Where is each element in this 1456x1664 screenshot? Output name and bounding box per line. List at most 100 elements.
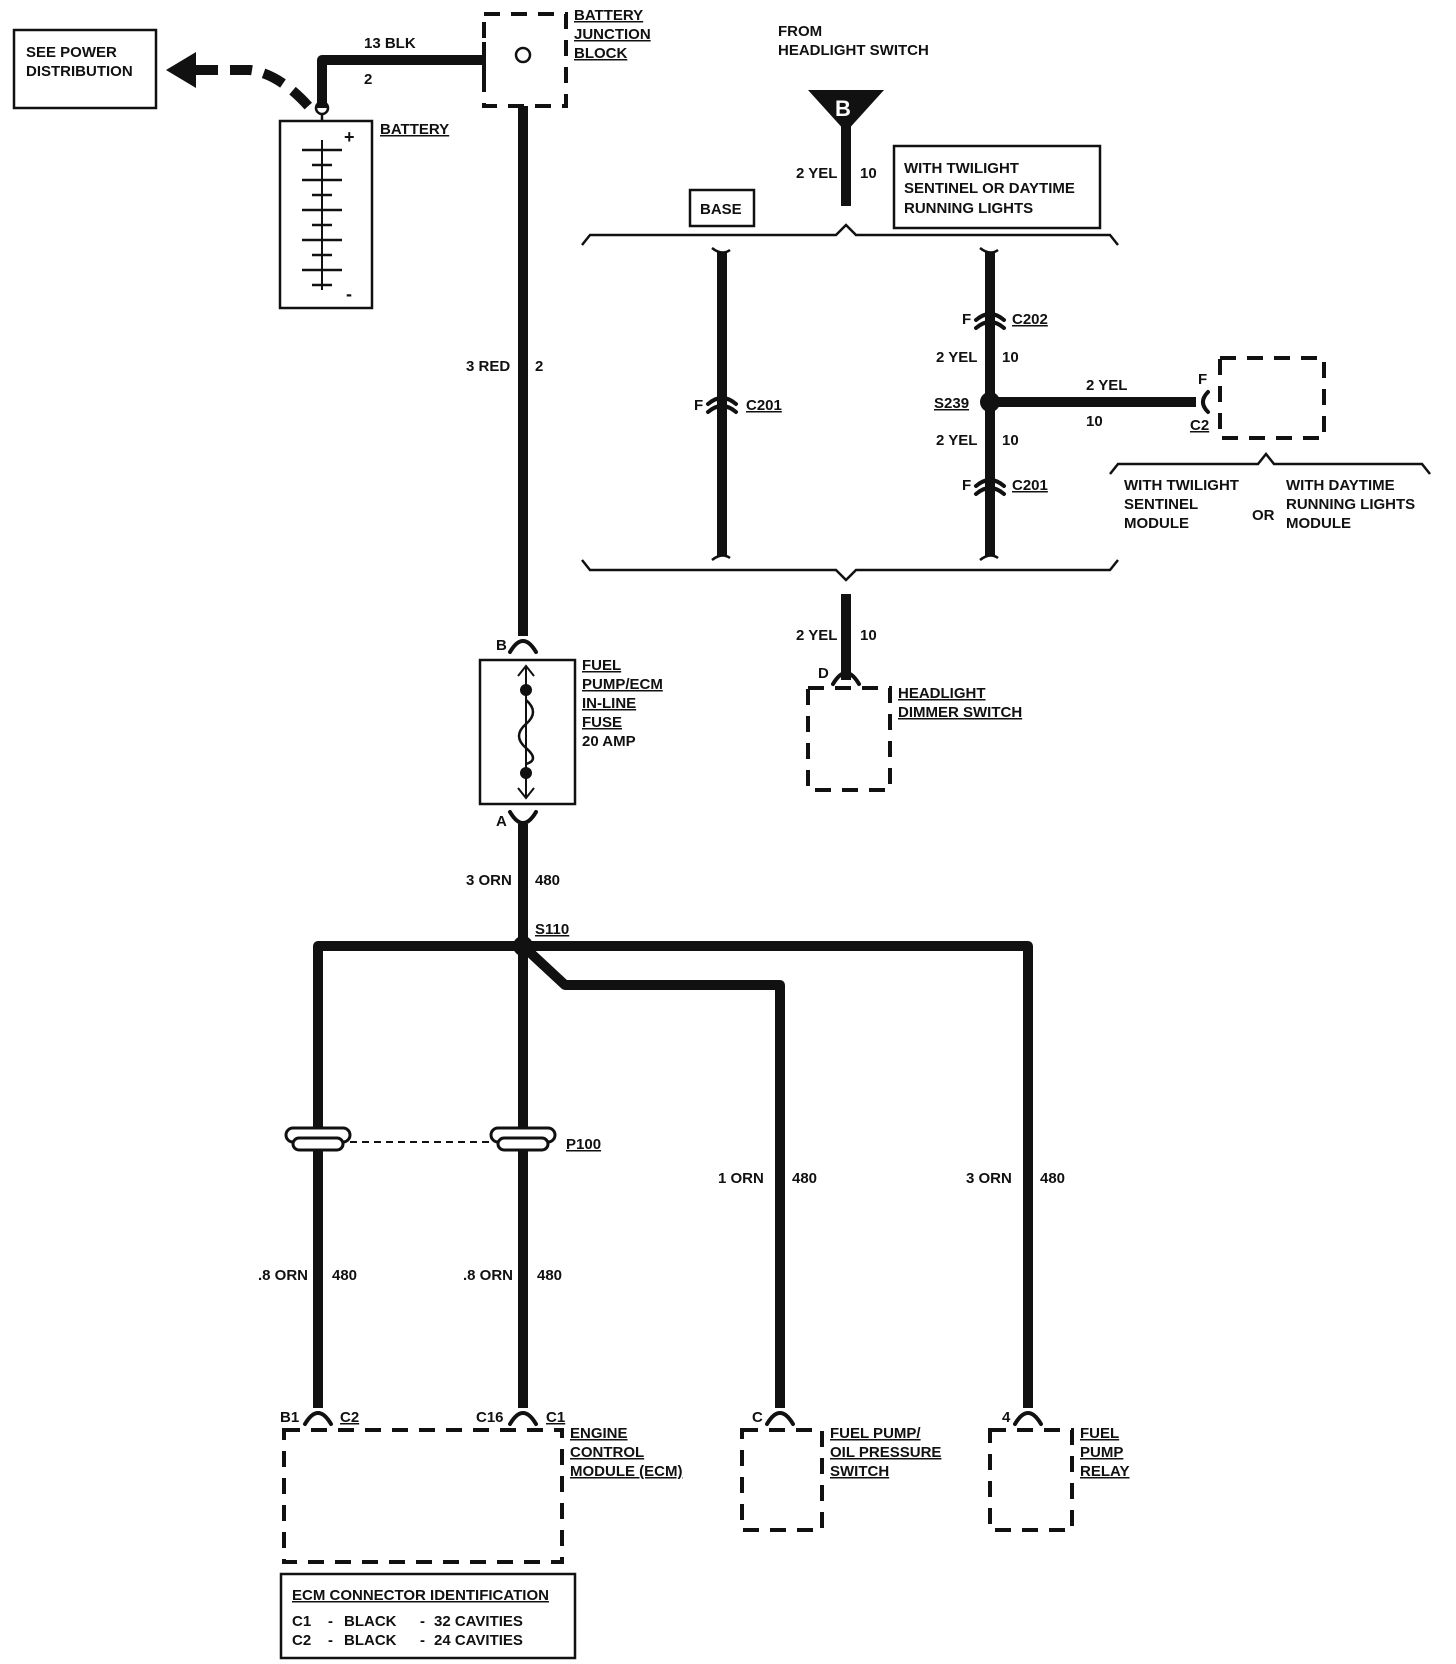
fuse-label-line1: FUEL [582, 657, 621, 674]
wire-3-red-circuit: 2 [535, 358, 543, 375]
relay-pin: 4 [1002, 1409, 1011, 1426]
s110-splice [513, 936, 533, 956]
relay-label-line1: FUEL [1080, 1425, 1119, 1442]
relay-connector [1013, 1411, 1043, 1426]
twilight-option-box: WITH TWILIGHT SENTINEL OR DAYTIME RUNNIN… [892, 144, 1102, 230]
c201-connector-base [706, 396, 738, 414]
s110-label: S110 [535, 921, 569, 938]
c201-connector-twilight [974, 478, 1006, 496]
c201-base-label: C201 [746, 397, 782, 414]
c201-twilight-label: C201 [1012, 477, 1048, 494]
battery-minus-label: - [346, 284, 352, 304]
ecm-connectors [303, 1411, 538, 1426]
wire-2-yel-dimmer-circuit: 10 [860, 627, 877, 644]
fuel-pump-oil-pressure-switch [740, 1428, 824, 1532]
module-option-brace [1109, 451, 1431, 475]
oil-switch-pin: C [752, 1409, 763, 1426]
oil-switch-connector [765, 1411, 795, 1426]
fuse-pin-a: A [496, 813, 507, 830]
ecm-label-line3: MODULE (ECM) [570, 1463, 683, 1480]
s110-branch-wires [313, 941, 1033, 1408]
module-connector-c2 [1201, 390, 1210, 414]
option-brace-bottom [581, 559, 1119, 582]
drl-module-label-line1: WITH DAYTIME [1286, 477, 1395, 494]
svg-text:DISTRIBUTION: DISTRIBUTION [26, 63, 133, 80]
module-wire-circuit: 10 [1086, 413, 1103, 430]
dimmer-switch-label-line1: HEADLIGHT [898, 685, 986, 702]
ecm-connector-identification-table: ECM CONNECTOR IDENTIFICATION C1 - BLACK … [279, 1572, 577, 1660]
p100-label: P100 [566, 1136, 601, 1153]
oil-wire-gauge: 1 ORN [718, 1170, 764, 1187]
junction-block-label-line3: BLOCK [574, 45, 627, 62]
ecm-table-row-1: C1 - BLACK - 32 CAVITIES [292, 1613, 523, 1630]
fuse-label-line2: PUMP/ECM [582, 676, 663, 693]
ecm-label-line1: ENGINE [570, 1425, 628, 1442]
svg-text:RUNNING LIGHTS: RUNNING LIGHTS [904, 200, 1033, 217]
twilight-wire-top-tail [979, 247, 999, 254]
svg-text:BASE: BASE [700, 201, 742, 218]
twilight-lower-gauge: 2 YEL [936, 432, 977, 449]
from-headlight-switch-line1: FROM [778, 23, 822, 40]
c202-label: C202 [1012, 311, 1048, 328]
ecm-wire-left-gauge: .8 ORN [258, 1267, 308, 1284]
fuse-label-line4: FUSE [582, 714, 622, 731]
from-headlight-switch-line2: HEADLIGHT SWITCH [778, 42, 929, 59]
battery: + - [278, 100, 374, 310]
battery-junction-block [482, 12, 568, 108]
power-arrow [166, 52, 314, 112]
fuel-pump-ecm-fuse [478, 658, 577, 806]
junction-block-label-line2: JUNCTION [574, 26, 651, 43]
dimmer-connector-d [831, 671, 861, 686]
p100-connector [284, 1126, 557, 1152]
fuse-connector-b [508, 639, 538, 654]
dimmer-pin-d: D [818, 665, 829, 682]
ecm-conn-c2: C2 [340, 1409, 359, 1426]
wire-13-blk-circuit: 2 [364, 71, 372, 88]
wire-13-blk [317, 55, 484, 108]
oil-switch-label-line3: SWITCH [830, 1463, 889, 1480]
base-jumper-top-tail [711, 247, 731, 254]
ecm-wire-right-circuit: 480 [537, 1267, 562, 1284]
headlight-switch-connector-b: B [808, 90, 884, 132]
relay-label-line3: RELAY [1080, 1463, 1129, 1480]
relay-wire-gauge: 3 ORN [966, 1170, 1012, 1187]
twilight-upper-circuit: 10 [1002, 349, 1019, 366]
svg-text:SENTINEL OR DAYTIME: SENTINEL OR DAYTIME [904, 180, 1075, 197]
c202-connector [974, 312, 1006, 330]
fuse-pin-b: B [496, 637, 507, 654]
twilight-upper-gauge: 2 YEL [936, 349, 977, 366]
svg-text:WITH TWILIGHT: WITH TWILIGHT [904, 160, 1019, 177]
ecm-label-line2: CONTROL [570, 1444, 644, 1461]
wire-13-blk-gauge: 13 BLK [364, 35, 416, 52]
drl-module-label-line3: MODULE [1286, 515, 1351, 532]
wire-2-yel-top-gauge: 2 YEL [796, 165, 837, 182]
twilight-module-label-line1: WITH TWILIGHT [1124, 477, 1239, 494]
wire-3-orn-gauge: 3 ORN [466, 872, 512, 889]
battery-plus-label: + [344, 127, 355, 147]
wire-2-yel-dimmer-gauge: 2 YEL [796, 627, 837, 644]
module-connector-c2-label: C2 [1190, 417, 1209, 434]
wire-2-yel-top-circuit: 10 [860, 165, 877, 182]
drl-module-label-line2: RUNNING LIGHTS [1286, 496, 1415, 513]
base-label-box: BASE [688, 188, 756, 228]
twilight-wire-bottom-tail [979, 554, 999, 561]
ecm-table-title: ECM CONNECTOR IDENTIFICATION [292, 1587, 549, 1604]
twilight-or-drl-module [1218, 356, 1326, 440]
ecm-pin-b1: B1 [280, 1409, 299, 1426]
c201-base-f: F [694, 397, 703, 414]
module-connector-f: F [1198, 371, 1207, 388]
c201-twilight-f: F [962, 477, 971, 494]
twilight-module-label-line3: MODULE [1124, 515, 1189, 532]
see-power-distribution-box: SEE POWER DISTRIBUTION [12, 28, 158, 110]
ecm-wire-right-gauge: .8 ORN [463, 1267, 513, 1284]
wire-3-orn-circuit: 480 [535, 872, 560, 889]
oil-switch-label-line1: FUEL PUMP/ [830, 1425, 921, 1442]
module-or-label: OR [1252, 507, 1275, 524]
ecm-conn-c1: C1 [546, 1409, 565, 1426]
ecm-table-row-2: C2 - BLACK - 24 CAVITIES [292, 1632, 523, 1649]
fuse-connector-a [508, 810, 538, 825]
headlight-dimmer-switch [806, 686, 892, 792]
battery-label: BATTERY [380, 121, 449, 138]
ecm-module [282, 1428, 564, 1564]
